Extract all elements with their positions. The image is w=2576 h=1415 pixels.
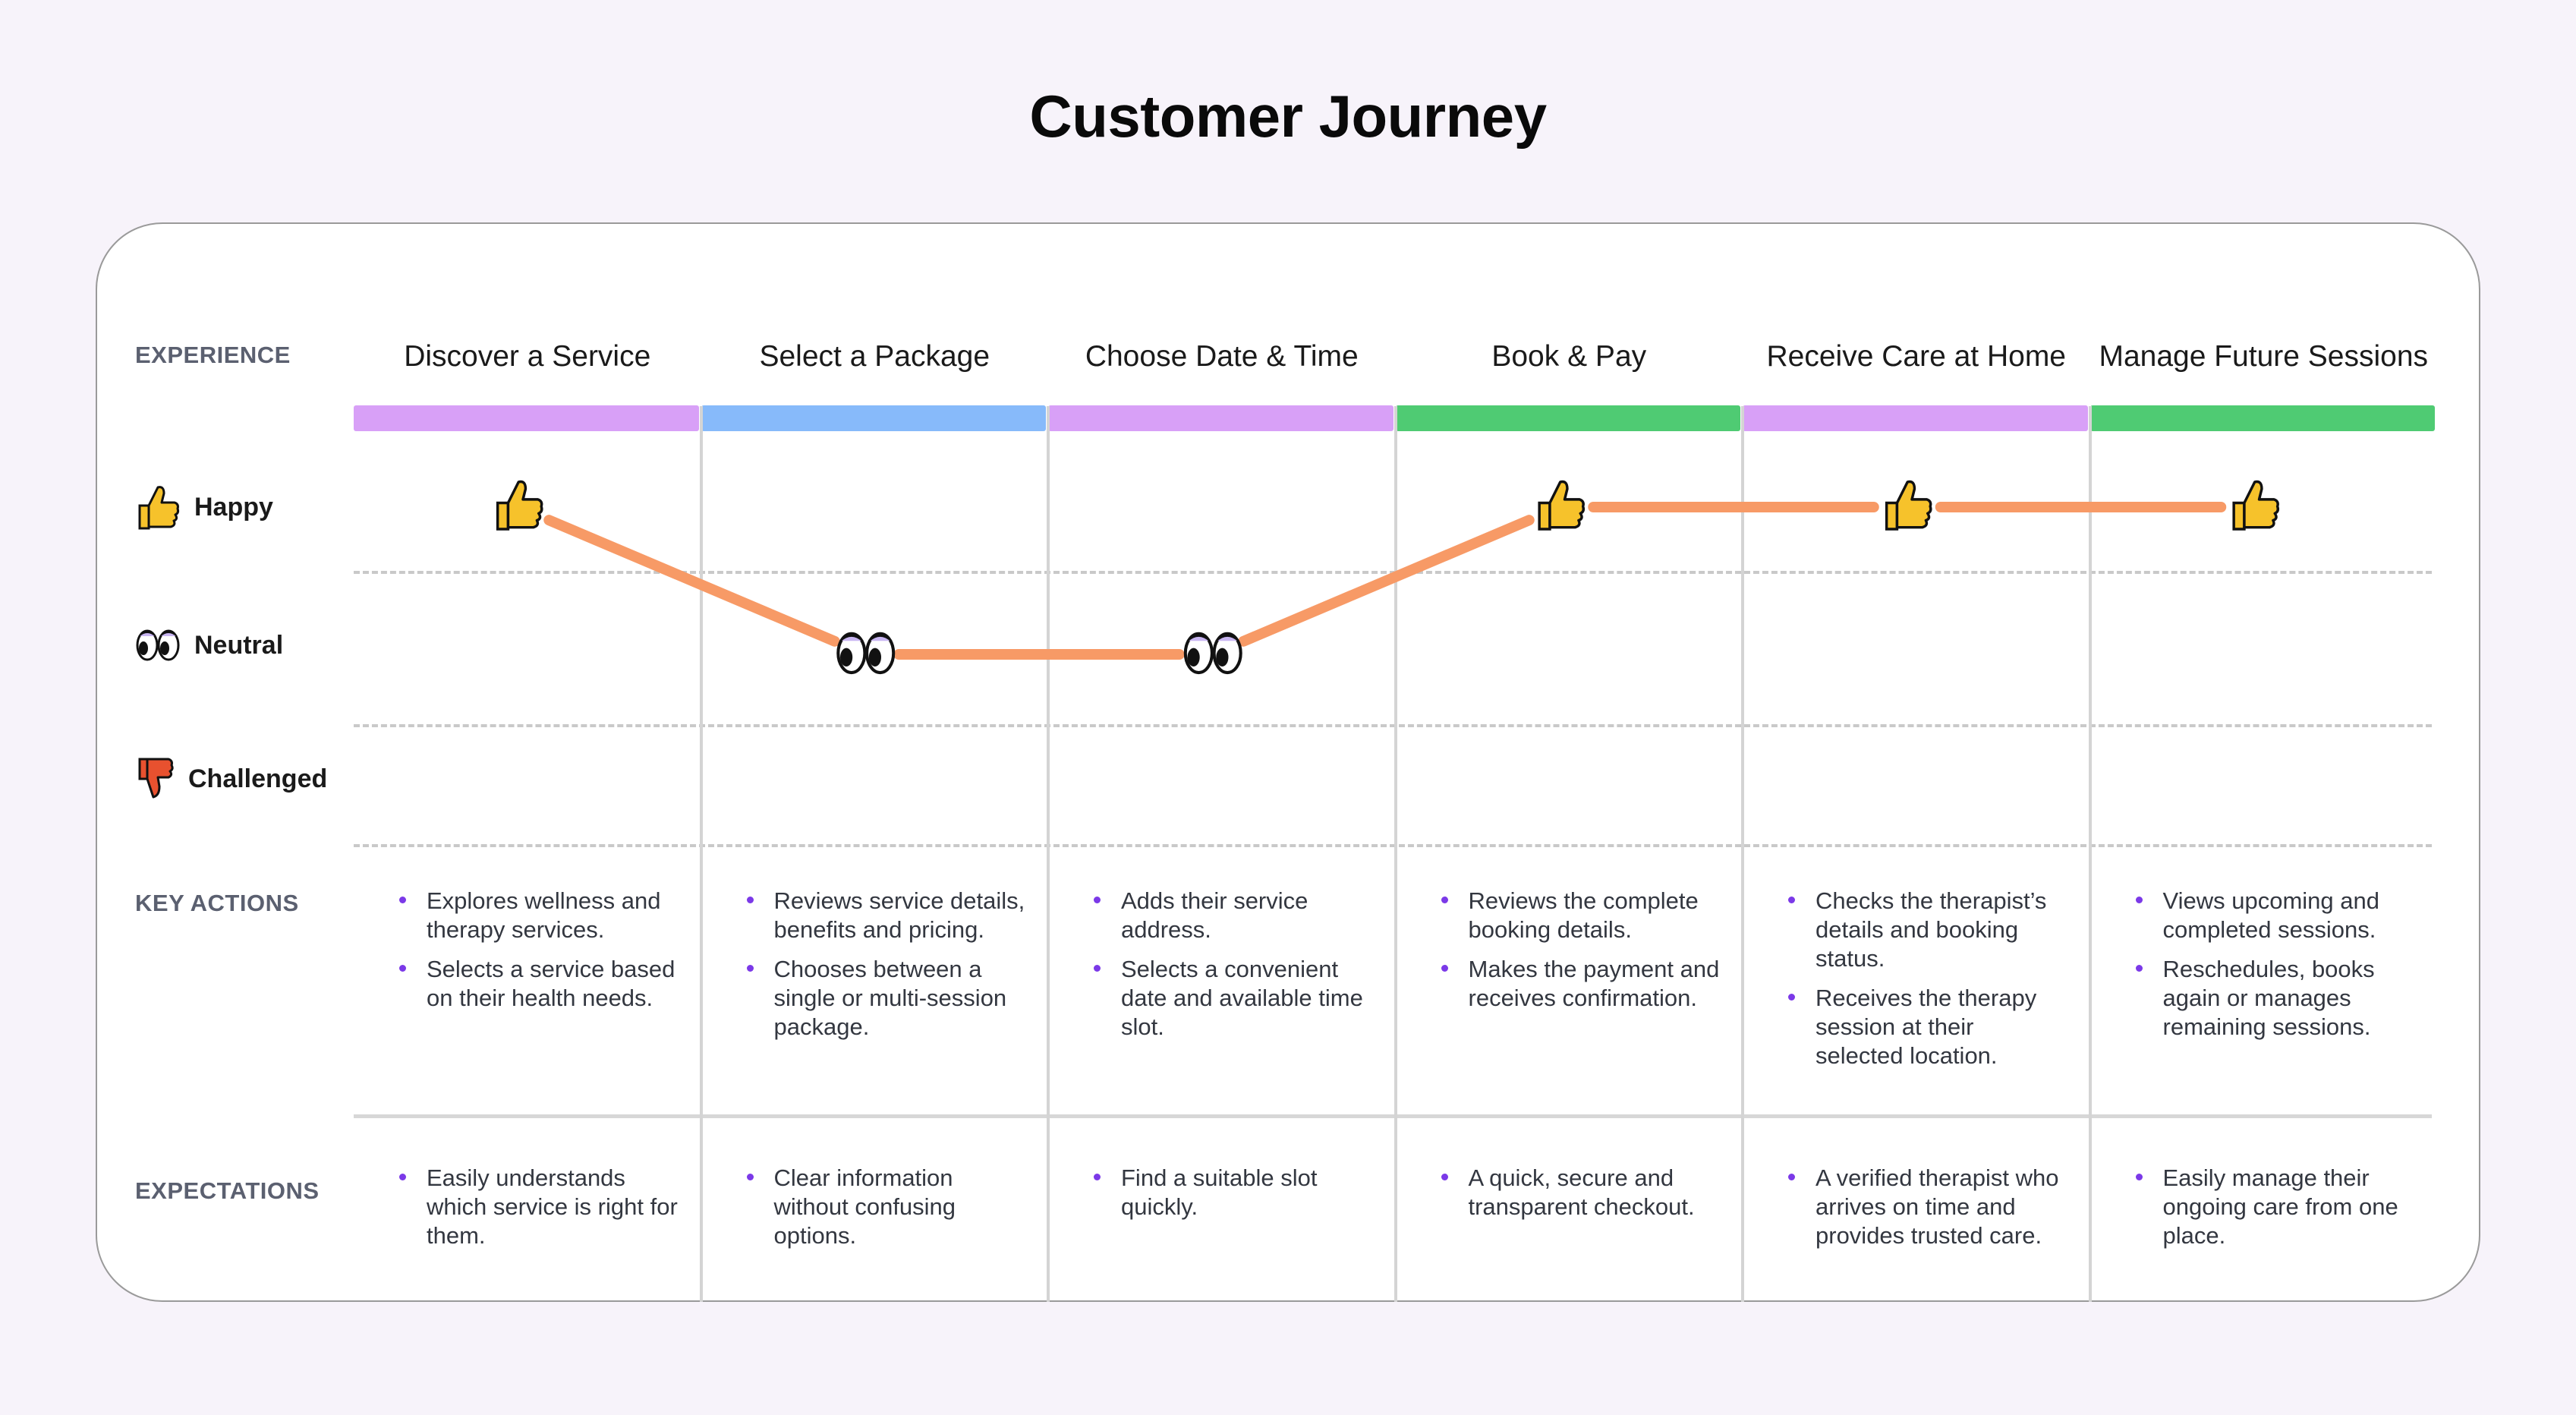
column-divider: [1741, 406, 1744, 1302]
expectations-cell: Find a suitable slot quickly.: [1094, 1164, 1373, 1232]
list-item: Selects a service based on their health …: [399, 955, 679, 1013]
stage-color-bar: [354, 405, 699, 431]
key-actions-cell: Reviews service details, benefits and pr…: [746, 887, 1026, 1052]
expectations-cell: Easily understands which service is righ…: [399, 1164, 679, 1261]
column-divider: [699, 406, 703, 1302]
stage-color-bar: [701, 405, 1046, 431]
key-actions-cell: Reviews the complete booking details. Mak…: [1441, 887, 1721, 1023]
list-item: Reviews the complete booking details.: [1441, 887, 1721, 944]
stage-color-bar: [2089, 405, 2435, 431]
stage-color-bar: [1048, 405, 1393, 431]
stage-title: Select a Package: [759, 339, 990, 373]
list-item: Chooses between a single or multi-sessio…: [746, 955, 1026, 1042]
experience-row-label: EXPERIENCE: [135, 342, 291, 368]
column-divider: [1047, 406, 1050, 1302]
mood-neutral: Neutral: [135, 627, 283, 663]
list-item: Selects a convenient date and available …: [1094, 955, 1373, 1042]
list-item: Easily understands which service is righ…: [399, 1164, 679, 1250]
stage-color-bar: [1743, 405, 2088, 431]
actions-divider: [354, 1114, 2432, 1118]
happy-divider: [354, 571, 2432, 574]
mood-happy-label: Happy: [194, 492, 273, 522]
stage-title: Receive Care at Home: [1766, 339, 2067, 373]
mood-happy: Happy: [135, 483, 273, 531]
expectations-row-label: EXPECTATIONS: [135, 1177, 320, 1204]
list-item: Explores wellness and therapy services.: [399, 887, 679, 944]
list-item: Clear information without confusing opti…: [746, 1164, 1026, 1250]
expectations-cell: A verified therapist who arrives on time…: [1788, 1164, 2067, 1261]
list-item: Checks the therapist’s details and booki…: [1788, 887, 2067, 973]
expectations-cell: Clear information without confusing opti…: [746, 1164, 1026, 1261]
key-actions-cell: Checks the therapist’s details and booki…: [1788, 887, 2067, 1081]
key-actions-cell: Views upcoming and completed sessions. Re…: [2135, 887, 2415, 1052]
stage-color-bar: [1395, 405, 1740, 431]
list-item: A verified therapist who arrives on time…: [1788, 1164, 2067, 1250]
mood-challenged-label: Challenged: [188, 764, 328, 793]
mood-challenged: Challenged: [135, 756, 327, 802]
expectations-cell: A quick, secure and transparent checkout…: [1441, 1164, 1721, 1232]
column-divider: [2088, 406, 2092, 1302]
list-item: Views upcoming and completed sessions.: [2135, 887, 2415, 944]
list-item: Makes the payment and receives confirmat…: [1441, 955, 1721, 1013]
stage-title: Manage Future Sessions: [2099, 339, 2429, 373]
list-item: Easily manage their ongoing care from on…: [2135, 1164, 2415, 1250]
neutral-divider: [354, 724, 2432, 727]
stage-title: Discover a Service: [404, 339, 651, 373]
thumbs-up-icon: [138, 486, 180, 530]
list-item: Reviews service details, benefits and pr…: [746, 887, 1026, 944]
stage-title: Choose Date & Time: [1085, 339, 1359, 373]
stage-title: Book & Pay: [1491, 339, 1647, 373]
page-title: Customer Journey: [1029, 83, 1547, 150]
challenged-divider: [354, 844, 2432, 847]
eyes-icon: [136, 629, 180, 661]
thumbs-down-icon: [138, 758, 174, 799]
list-item: Reschedules, books again or manages rema…: [2135, 955, 2415, 1042]
key-actions-row-label: KEY ACTIONS: [135, 890, 299, 916]
list-item: Receives the therapy session at their se…: [1788, 984, 2067, 1070]
key-actions-cell: Explores wellness and therapy services. S…: [399, 887, 679, 1023]
mood-neutral-label: Neutral: [194, 630, 284, 660]
list-item: Find a suitable slot quickly.: [1094, 1164, 1373, 1221]
list-item: A quick, secure and transparent checkout…: [1441, 1164, 1721, 1221]
column-divider: [1393, 406, 1397, 1302]
key-actions-cell: Adds their service address. Selects a con…: [1094, 887, 1373, 1052]
journey-map-card: [96, 222, 2480, 1302]
expectations-cell: Easily manage their ongoing care from on…: [2135, 1164, 2415, 1261]
list-item: Adds their service address.: [1094, 887, 1373, 944]
